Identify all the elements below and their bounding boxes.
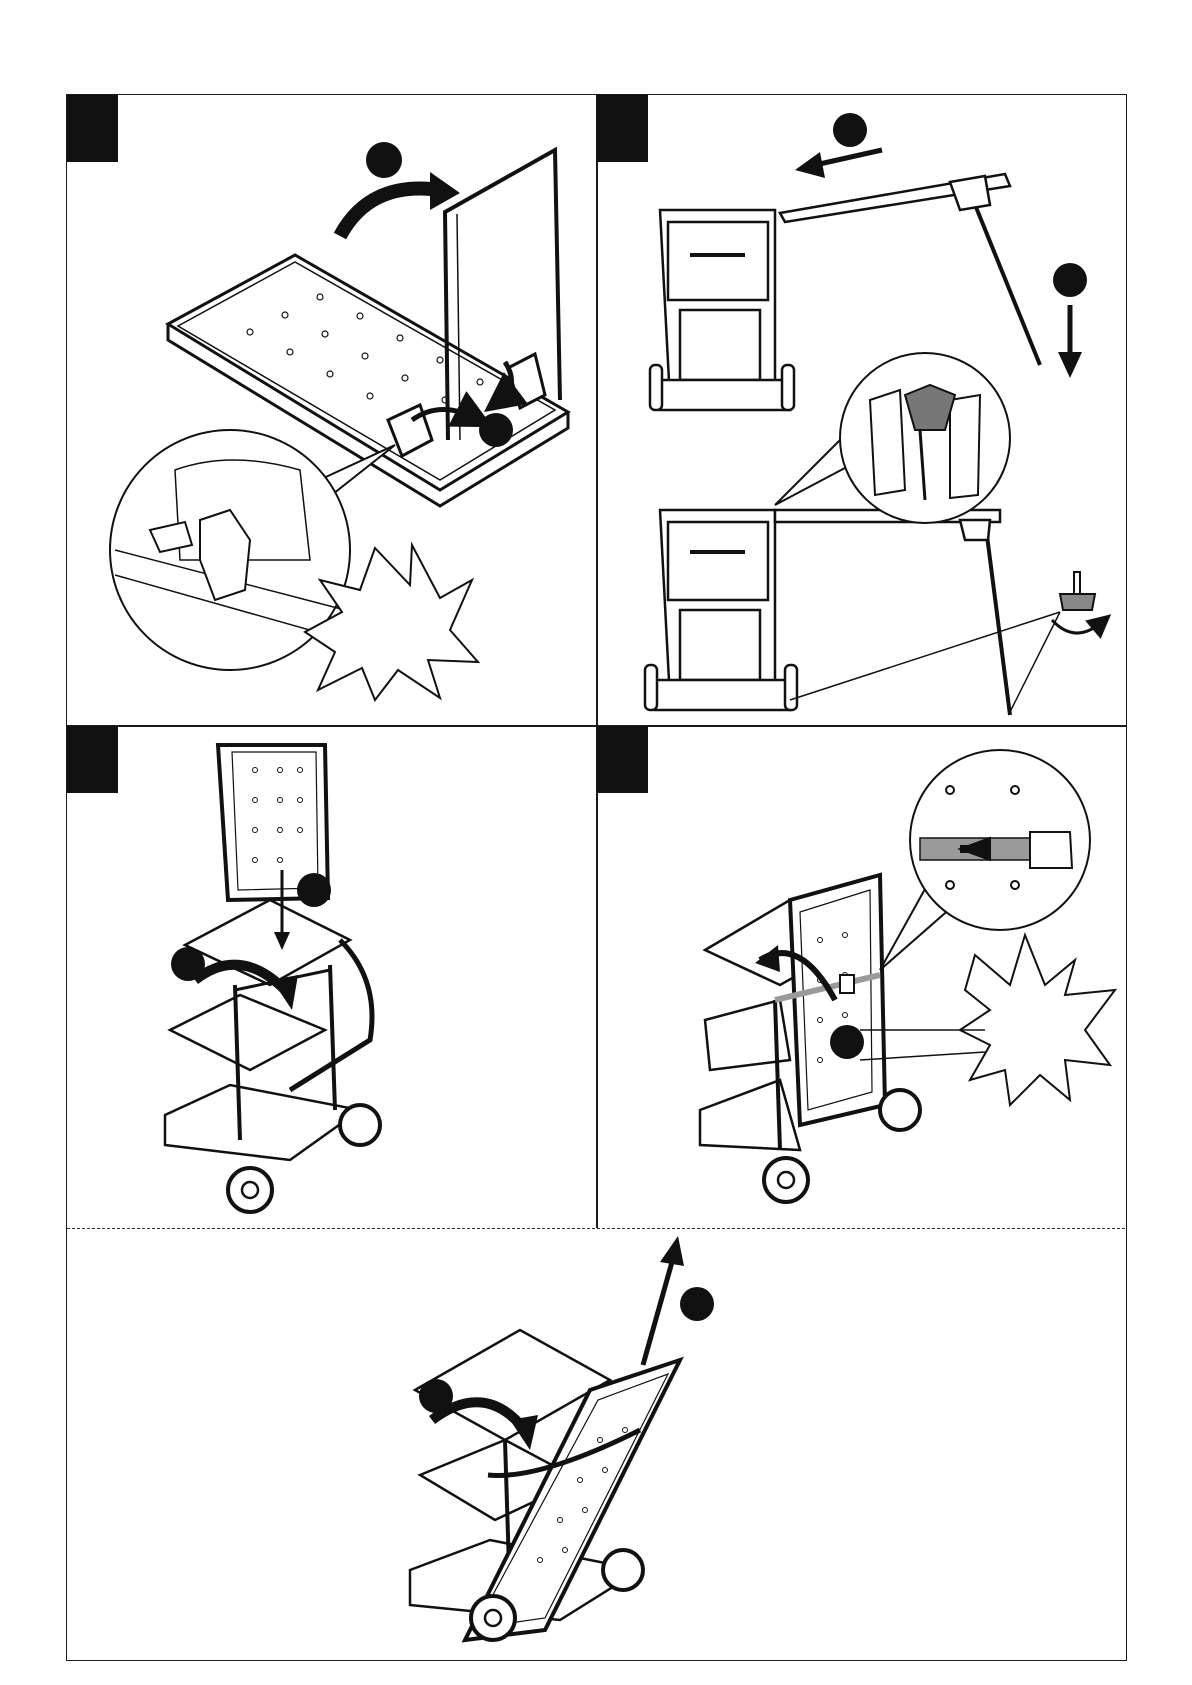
joint-magnifier	[775, 353, 1010, 523]
step-marker-d	[1053, 263, 1087, 297]
step-marker-h	[680, 1287, 714, 1321]
curved-arrow-icon	[340, 172, 460, 236]
straight-arrow-icon	[795, 150, 1082, 378]
step-marker-c	[833, 113, 867, 147]
click-burst-icon	[960, 935, 1115, 1105]
step-marker-a	[366, 142, 402, 178]
step-marker-g	[830, 1025, 864, 1059]
step-marker-b	[479, 413, 513, 447]
panel-5-illustration	[410, 1330, 680, 1640]
leveling-foot-icon	[1052, 572, 1102, 633]
step-marker-f	[171, 947, 205, 981]
step-marker-e	[297, 873, 331, 907]
straight-arrow-icon	[643, 1236, 684, 1365]
buckle-icon	[880, 750, 1090, 970]
step-marker-i	[419, 1379, 453, 1413]
panel-4-illustration	[700, 875, 920, 1202]
